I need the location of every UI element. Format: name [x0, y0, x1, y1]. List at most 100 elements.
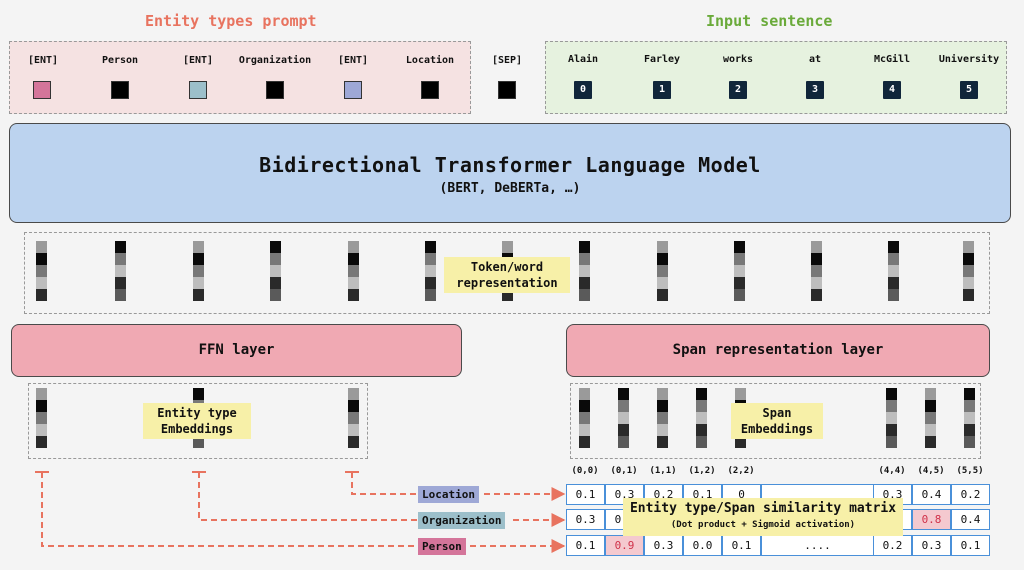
vector-cell	[36, 412, 47, 424]
vector-cell	[579, 424, 590, 436]
vector-cell	[579, 400, 590, 412]
vector-cell	[348, 265, 359, 277]
vector-cell	[734, 265, 745, 277]
vector-cell	[348, 277, 359, 289]
entity-tag-person: Person	[418, 538, 466, 555]
vector-cell	[657, 289, 668, 301]
vector-bar	[348, 241, 359, 301]
sentence-token: University	[938, 54, 1000, 65]
similarity-matrix-label: Entity type/Span similarity matrix (Dot …	[623, 498, 903, 536]
input-sentence-title: Input sentence	[706, 12, 833, 30]
vector-cell	[579, 277, 590, 289]
vector-cell	[618, 388, 629, 400]
vector-cell	[886, 388, 897, 400]
entity-embeddings-box	[28, 383, 368, 459]
vector-cell	[270, 277, 281, 289]
vector-cell	[36, 388, 47, 400]
prompt-token: Location	[405, 55, 455, 66]
vector-cell	[425, 265, 436, 277]
vector-cell	[886, 412, 897, 424]
vector-cell	[811, 289, 822, 301]
vector-cell	[696, 388, 707, 400]
sentence-token: Farley	[643, 54, 681, 65]
vector-cell	[425, 277, 436, 289]
entity-embeddings-label: Entity type Embeddings	[143, 403, 251, 439]
transformer-title: Bidirectional Transformer Language Model	[259, 153, 761, 177]
vector-cell	[348, 400, 359, 412]
matrix-cell: 0.3	[566, 509, 605, 530]
vector-cell	[502, 289, 513, 301]
vector-cell	[657, 277, 668, 289]
span-label: (0,0)	[571, 466, 599, 476]
vector-cell	[579, 412, 590, 424]
matrix-cell: 0.1	[566, 484, 605, 505]
sentence-token: Alain	[567, 54, 599, 65]
span-label: (5,5)	[956, 466, 984, 476]
prompt-token: [ENT]	[182, 55, 214, 66]
vector-cell	[735, 436, 746, 448]
ent-organization-square	[189, 81, 207, 99]
vector-cell	[270, 289, 281, 301]
vector-bar	[193, 241, 204, 301]
vector-cell	[657, 400, 668, 412]
vector-cell	[963, 277, 974, 289]
vector-cell	[579, 265, 590, 277]
vector-cell	[734, 277, 745, 289]
span-embeddings-label: Span Embeddings	[731, 403, 823, 439]
vector-bar	[811, 241, 822, 301]
token-index: 4	[883, 81, 901, 99]
vector-cell	[270, 253, 281, 265]
matrix-cell: 0.1	[566, 535, 605, 556]
vector-cell	[348, 424, 359, 436]
vector-cell	[734, 289, 745, 301]
vector-bar	[886, 388, 897, 448]
prompt-token: Person	[101, 55, 139, 66]
token-index: 3	[806, 81, 824, 99]
vector-cell	[886, 400, 897, 412]
span-label: (2,2)	[727, 466, 755, 476]
vector-cell	[696, 436, 707, 448]
matrix-cell: 0.9	[605, 535, 644, 556]
vector-cell	[886, 436, 897, 448]
vector-cell	[115, 289, 126, 301]
location-connector	[351, 472, 418, 495]
span-label: (1,1)	[649, 466, 677, 476]
vector-cell	[618, 412, 629, 424]
vector-cell	[925, 400, 936, 412]
vector-cell	[36, 253, 47, 265]
span-embeddings-box	[570, 383, 981, 459]
vector-cell	[193, 289, 204, 301]
vector-cell	[888, 265, 899, 277]
sentence-token: McGill	[873, 54, 911, 65]
person-square	[111, 81, 129, 99]
prompt-token: [SEP]	[491, 55, 523, 66]
input-sentence-box	[545, 41, 1007, 114]
vector-cell	[657, 388, 668, 400]
vector-cell	[964, 400, 975, 412]
ffn-layer-box: FFN layer	[11, 324, 462, 377]
vector-cell	[193, 241, 204, 253]
span-layer-label: Span representation layer	[672, 342, 884, 358]
ent-person-square	[33, 81, 51, 99]
span-layer-box: Span representation layer	[566, 324, 990, 377]
vector-cell	[502, 241, 513, 253]
vector-cell	[193, 265, 204, 277]
vector-cell	[888, 289, 899, 301]
vector-bar	[963, 241, 974, 301]
vector-cell	[734, 253, 745, 265]
ffn-layer-label: FFN layer	[198, 342, 275, 358]
vector-cell	[618, 436, 629, 448]
vector-bar	[348, 388, 359, 448]
vector-cell	[579, 241, 590, 253]
vector-cell	[270, 241, 281, 253]
vector-cell	[579, 388, 590, 400]
vector-cell	[36, 400, 47, 412]
entity-prompt-title: Entity types prompt	[145, 12, 317, 30]
vector-cell	[348, 388, 359, 400]
vector-cell	[618, 424, 629, 436]
vector-cell	[925, 412, 936, 424]
token-index: 2	[729, 81, 747, 99]
vector-cell	[425, 241, 436, 253]
vector-bar	[657, 241, 668, 301]
vector-cell	[735, 388, 746, 400]
